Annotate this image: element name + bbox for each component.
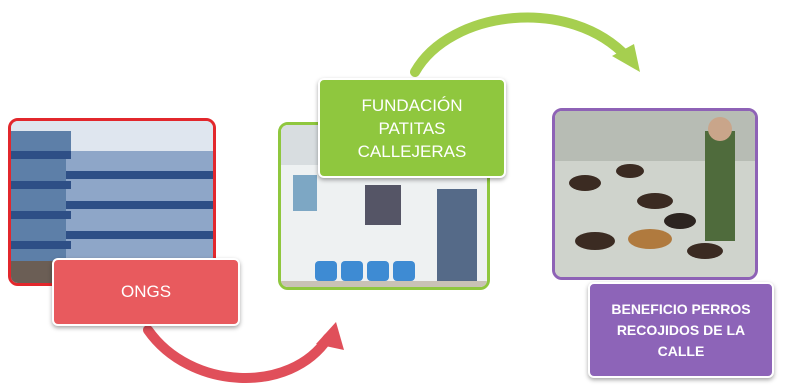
- step-label-ongs: ONGS: [52, 258, 240, 326]
- top-arrowhead: [612, 44, 640, 72]
- step-label-fundacion-line-1: FUNDACIÓN: [361, 95, 463, 115]
- dogs-photo: [552, 108, 758, 280]
- step-label-beneficio: BENEFICIO PERROS RECOJIDOS DE LA CALLE: [588, 282, 774, 378]
- step-label-beneficio-line-1: BENEFICIO PERROS: [611, 300, 751, 317]
- step-label-fundacion-line-2: PATITAS: [378, 118, 446, 138]
- building-photo: [8, 118, 216, 286]
- step-label-ongs-text: ONGS: [120, 282, 172, 301]
- step-label-fundacion: FUNDACIÓN PATITAS CALLEJERAS: [318, 78, 506, 178]
- dogs-illustration: [555, 111, 755, 277]
- bottom-arrow: [143, 325, 333, 383]
- step-label-beneficio-line-3: CALLE: [657, 342, 705, 359]
- step-label-fundacion-line-3: CALLEJERAS: [357, 141, 467, 161]
- top-arrow: [410, 12, 633, 77]
- step-label-beneficio-line-2: RECOJIDOS DE LA: [616, 321, 746, 338]
- building-illustration: [11, 121, 213, 283]
- bottom-arrowhead: [316, 322, 344, 350]
